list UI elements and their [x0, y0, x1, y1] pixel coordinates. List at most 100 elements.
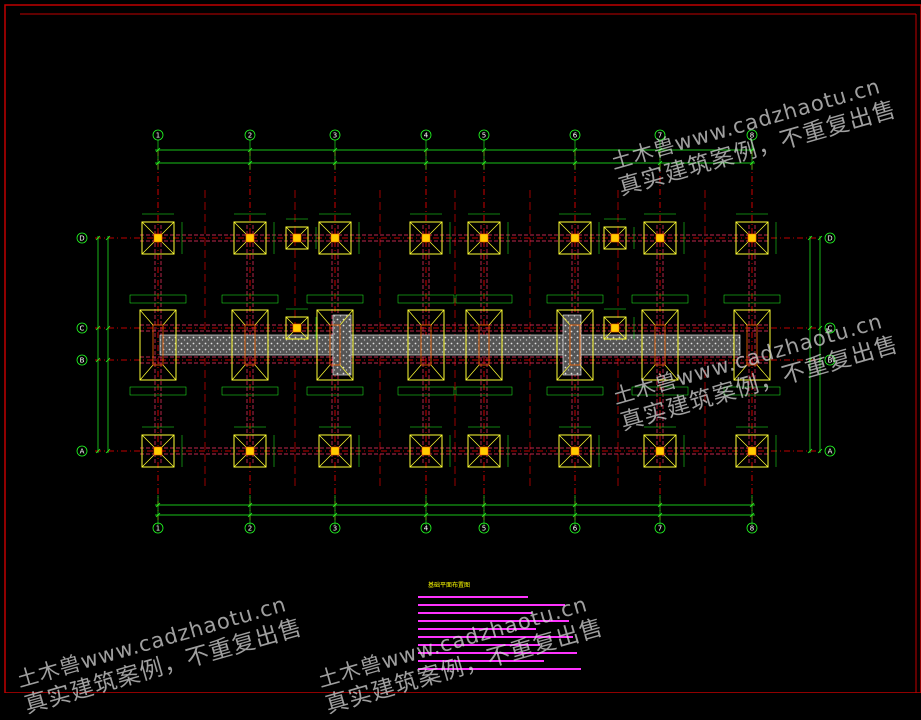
footing-slope [663, 221, 677, 235]
note-line-mark [418, 611, 532, 614]
footing-slope [643, 434, 657, 448]
footing-slope [663, 454, 677, 468]
footing-slope [233, 454, 247, 468]
column-stub [152, 324, 164, 366]
pad-row-C [285, 308, 317, 340]
footing-dim [546, 294, 604, 304]
footing-dim [455, 386, 513, 396]
footing-slope [316, 364, 331, 381]
dim-tick [817, 235, 823, 241]
dim-tick [95, 448, 101, 454]
axis-bubble-row-C-right: C [824, 322, 836, 334]
footing-slope [233, 434, 247, 448]
footing-slope [161, 434, 175, 448]
footing-slope [429, 434, 443, 448]
footing-slope [285, 241, 294, 250]
footing-slope [465, 364, 480, 381]
footing-slope [338, 241, 352, 255]
axis-bubble-col-4-bottom: 4 [420, 522, 432, 534]
footing-slope [253, 454, 267, 468]
column-stub [421, 446, 431, 456]
axis-bubble-col-7-bottom: 7 [654, 522, 666, 534]
column-stub [244, 324, 256, 366]
footing-dim [455, 294, 513, 304]
footing-outline [233, 221, 267, 255]
footing-outline [285, 316, 309, 340]
footing-dim [397, 294, 455, 304]
footing-slope [141, 221, 155, 235]
bubble-circle [746, 129, 758, 141]
footing-slope [285, 331, 294, 340]
strip-footing-column-3 [332, 314, 352, 376]
footing-outline [316, 309, 354, 381]
axis-bubble-row-B-right: B [824, 354, 836, 366]
combined-footing-CB [306, 294, 364, 396]
footing-slope [643, 221, 657, 235]
bubble-circle [478, 129, 490, 141]
footing-slope [161, 241, 175, 255]
bubble-circle [244, 522, 256, 534]
dim-tick [807, 448, 813, 454]
bubble-circle [76, 354, 88, 366]
dim-tick [817, 357, 823, 363]
footing-slope [162, 309, 177, 326]
footing-outline [407, 309, 445, 381]
footing-row-A [467, 426, 509, 468]
footing-dim [129, 386, 187, 396]
footing-slope [735, 454, 749, 468]
footing-outline [467, 434, 501, 468]
footing-slope [300, 241, 309, 250]
footing-row-D [735, 213, 777, 255]
footing-slope [755, 454, 769, 468]
footing-slope [487, 221, 501, 235]
footing-dim [397, 386, 455, 396]
footing-outline [643, 434, 677, 468]
footing-dim [546, 386, 604, 396]
footing-slope [254, 364, 269, 381]
footing-row-D [233, 213, 275, 255]
footing-outline [643, 221, 677, 255]
axis-label: 5 [482, 132, 486, 140]
column-stub [479, 446, 489, 456]
footing-slope [558, 241, 572, 255]
axis-label: C [80, 325, 85, 333]
footing-slope [663, 241, 677, 255]
footing-slope [641, 309, 656, 326]
footing-slope [407, 309, 422, 326]
footing-slope [254, 309, 269, 326]
note-line [418, 625, 618, 633]
dim-tick [95, 235, 101, 241]
footing-slope [556, 309, 571, 326]
axis-bubble-col-4-top: 4 [420, 129, 432, 141]
footing-slope [578, 241, 592, 255]
dim-tick [105, 325, 111, 331]
footing-slope [231, 309, 246, 326]
footing-slope [300, 331, 309, 340]
footing-slope [664, 364, 679, 381]
footing-slope [300, 316, 309, 325]
footing-row-A [233, 426, 275, 468]
footing-slope [664, 309, 679, 326]
note-line-mark [418, 667, 581, 670]
bubble-circle [244, 129, 256, 141]
footing-slope [316, 309, 331, 326]
footing-slope [618, 241, 627, 250]
axis-bubble-col-5-top: 5 [478, 129, 490, 141]
footing-slope [663, 434, 677, 448]
note-line [418, 593, 618, 601]
combined-footing-CB [546, 294, 604, 396]
column-stub [610, 323, 620, 333]
footing-row-D [558, 213, 600, 255]
footing-slope [733, 309, 748, 326]
footing-row-D [409, 213, 451, 255]
axis-bubble-col-5-bottom: 5 [478, 522, 490, 534]
bubble-circle [76, 445, 88, 457]
footing-slope [141, 241, 155, 255]
note-line-mark [418, 651, 577, 654]
bubble-circle [420, 522, 432, 534]
footing-slope [643, 241, 657, 255]
note-line-mark [418, 635, 573, 638]
footing-slope [487, 454, 501, 468]
bubble-circle [569, 129, 581, 141]
axis-bubble-col-2-bottom: 2 [244, 522, 256, 534]
